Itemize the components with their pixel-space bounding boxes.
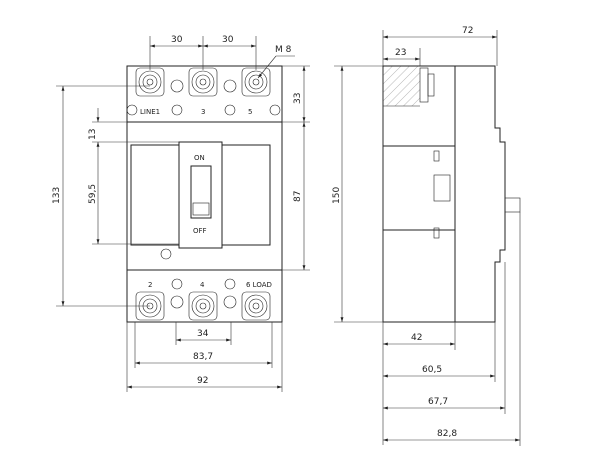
dim-87: 87 (293, 191, 303, 202)
dim-34: 34 (197, 329, 209, 339)
dim-60-5: 60,5 (422, 365, 442, 375)
dim-13: 13 (88, 129, 98, 140)
dim-133: 133 (52, 187, 62, 204)
label-4: 4 (200, 281, 205, 289)
label-6-load: 6 LOAD (246, 281, 272, 289)
label-5: 5 (248, 108, 252, 116)
dim-67-7: 67,7 (428, 397, 448, 407)
side-view (382, 65, 521, 323)
label-off: OFF (193, 227, 207, 235)
side-dimensions: 72 23 150 42 60,5 67,7 82,8 (332, 26, 521, 446)
label-on: ON (194, 154, 205, 162)
dim-30-right: 30 (222, 35, 234, 45)
dim-72: 72 (462, 26, 473, 36)
dim-23: 23 (395, 48, 406, 58)
dim-150: 150 (332, 187, 342, 204)
label-line1: LINE1 (140, 108, 160, 116)
front-dimensions: 30 30 M 8 33 87 13 59,5 133 34 83,7 92 (52, 35, 310, 392)
toggle-handle (190, 165, 212, 219)
top-terminals (126, 67, 281, 116)
label-3: 3 (201, 108, 205, 116)
dim-82-8: 82,8 (437, 429, 457, 439)
dim-30-left: 30 (171, 35, 183, 45)
dim-92: 92 (197, 376, 208, 386)
dim-m8: M 8 (275, 45, 292, 55)
dim-59-5: 59,5 (88, 184, 98, 204)
label-2: 2 (148, 281, 152, 289)
dim-33: 33 (293, 93, 303, 104)
dim-42: 42 (411, 333, 422, 343)
dim-83-7: 83,7 (193, 352, 213, 362)
front-view: LINE1 3 5 2 4 6 LOAD ON OFF (126, 65, 283, 323)
